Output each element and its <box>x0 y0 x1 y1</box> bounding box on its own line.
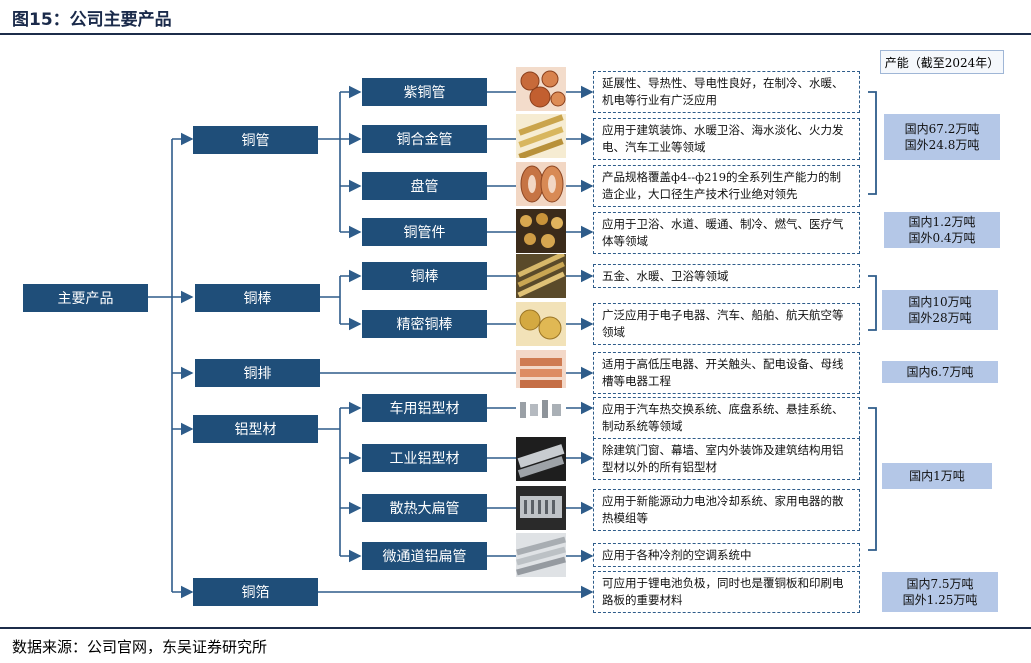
sub-copper-fittings: 铜管件 <box>362 218 487 246</box>
category-copper-tube: 铜管 <box>193 126 318 154</box>
capacity-copper-rod: 国内10万吨 国外28万吨 <box>882 290 998 330</box>
capacity-copper-busbar: 国内6.7万吨 <box>882 361 998 383</box>
desc-copper-busbar: 适用于高低压电器、开关触头、配电设备、母线槽等电器工程 <box>593 352 860 394</box>
desc-heat-flat-tube: 应用于新能源动力电池冷却系统、家用电器的散热模组等 <box>593 489 860 531</box>
capacity-copper-tube: 国内67.2万吨 国外24.8万吨 <box>884 114 1000 160</box>
category-copper-foil: 铜箔 <box>193 578 318 606</box>
red-copper-tube-image <box>516 67 566 111</box>
category-copper-rod: 铜棒 <box>195 284 320 312</box>
desc-automotive-aluminum: 应用于汽车热交换系统、底盘系统、悬挂系统、制动系统等领域 <box>593 397 860 439</box>
sub-heat-flat-tube: 散热大扁管 <box>362 494 487 522</box>
bottom-rule <box>0 627 1031 629</box>
capacity-header: 产能（截至2024年） <box>880 50 1004 74</box>
desc-precision-copper-rod: 广泛应用于电子电器、汽车、船舶、航天航空等领域 <box>593 303 860 345</box>
industrial-aluminum-image <box>516 437 566 481</box>
desc-microchannel-flat-tube: 应用于各种冷剂的空调系统中 <box>593 543 860 567</box>
heat-flat-tube-image <box>516 486 566 530</box>
sub-industrial-aluminum: 工业铝型材 <box>362 444 487 472</box>
coil-tube-image <box>516 162 566 206</box>
capacity-copper-foil: 国内7.5万吨 国外1.25万吨 <box>882 572 998 612</box>
root-node: 主要产品 <box>23 284 148 312</box>
sub-coil-tube: 盘管 <box>362 172 487 200</box>
capacity-aluminum: 国内1万吨 <box>882 463 992 489</box>
category-aluminum-profile: 铝型材 <box>193 415 318 443</box>
category-copper-busbar: 铜排 <box>195 359 320 387</box>
sub-precision-copper-rod: 精密铜棒 <box>362 310 487 338</box>
sub-copper-rod: 铜棒 <box>362 262 487 290</box>
sub-microchannel-flat-tube: 微通道铝扁管 <box>362 542 487 570</box>
figure-title: 图15：公司主要产品 <box>12 10 172 30</box>
microchannel-flat-tube-image <box>516 533 566 577</box>
automotive-aluminum-image <box>516 388 566 432</box>
desc-copper-rod: 五金、水暖、卫浴等领域 <box>593 264 860 288</box>
desc-red-copper-tube: 延展性、导热性、导电性良好，在制冷、水暖、机电等行业有广泛应用 <box>593 71 860 113</box>
desc-copper-fittings: 应用于卫浴、水道、暖通、制冷、燃气、医疗气体等领域 <box>593 212 860 254</box>
copper-alloy-tube-image <box>516 114 566 158</box>
desc-coil-tube: 产品规格覆盖ф4--ф219的全系列生产能力的制造企业，大口径生产技术行业绝对领… <box>593 165 860 207</box>
capacity-copper-fittings: 国内1.2万吨 国外0.4万吨 <box>884 212 1000 248</box>
desc-copper-foil: 可应用于锂电池负极，同时也是覆铜板和印刷电路板的重要材料 <box>593 571 860 613</box>
sub-copper-alloy-tube: 铜合金管 <box>362 125 487 153</box>
copper-rod-image <box>516 254 566 298</box>
precision-copper-rod-image <box>516 302 566 346</box>
source-note: 数据来源：公司官网，东吴证券研究所 <box>12 638 268 656</box>
sub-red-copper-tube: 紫铜管 <box>362 78 487 106</box>
desc-industrial-aluminum: 除建筑门窗、幕墙、室内外装饰及建筑结构用铝型材以外的所有铝型材 <box>593 438 860 480</box>
sub-automotive-aluminum: 车用铝型材 <box>362 394 487 422</box>
copper-fittings-image <box>516 209 566 253</box>
desc-copper-alloy-tube: 应用于建筑装饰、水暖卫浴、海水淡化、火力发电、汽车工业等领域 <box>593 118 860 160</box>
copper-busbar-image <box>516 350 566 394</box>
top-rule <box>0 33 1031 35</box>
